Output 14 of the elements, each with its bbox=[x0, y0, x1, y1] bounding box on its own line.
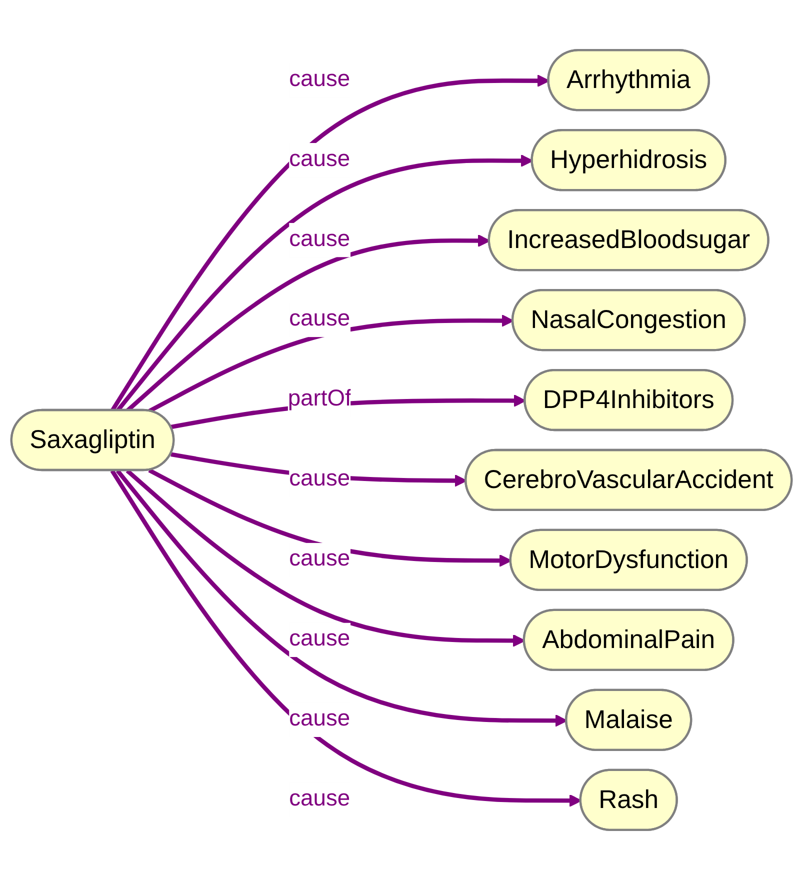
arrow bbox=[116, 469, 568, 727]
arrow bbox=[148, 314, 514, 414]
edge-label: cause bbox=[289, 147, 350, 172]
edge-label: cause bbox=[289, 307, 350, 332]
arrow bbox=[148, 468, 512, 567]
edge-label: cause bbox=[289, 707, 350, 732]
edge-label: cause bbox=[289, 547, 350, 572]
edge-label: cause bbox=[289, 227, 350, 252]
edge-label: cause bbox=[289, 67, 350, 92]
edge-label: partOf bbox=[288, 387, 352, 412]
edge-label: cause bbox=[289, 787, 350, 812]
arrow bbox=[126, 469, 526, 647]
edge-label: cause bbox=[289, 467, 350, 492]
edge-label: cause bbox=[289, 627, 350, 652]
